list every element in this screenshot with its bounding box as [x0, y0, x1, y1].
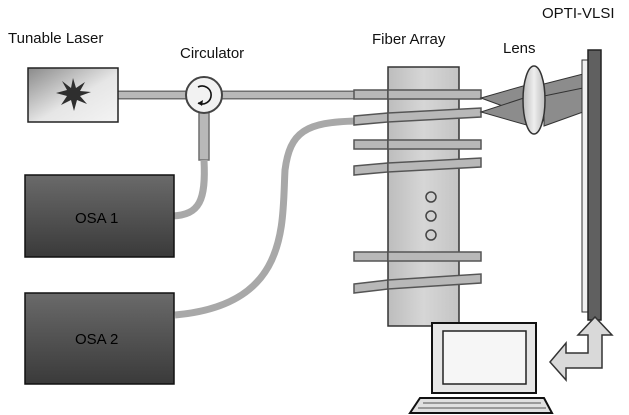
circulator-down-port [198, 107, 210, 161]
tunable-laser [27, 67, 119, 123]
fiber-array-pigtails [353, 89, 389, 294]
circular-arrow-icon [197, 85, 212, 105]
lens [522, 65, 546, 135]
starburst-icon [56, 78, 91, 111]
tunable-laser-label: Tunable Laser [8, 30, 103, 47]
opti-vlsi-label: OPTI-VLSI [542, 5, 615, 22]
osa1-label: OSA 1 [75, 210, 118, 227]
osa1-box [24, 174, 175, 258]
lens-label: Lens [503, 40, 536, 57]
opti-vlsi-plate [581, 49, 602, 321]
osa2-label: OSA 2 [75, 331, 118, 348]
bent-arrow-icon [549, 315, 614, 382]
array-to-osa2-fiber [174, 117, 358, 319]
laptop-icon [408, 322, 554, 414]
fiber-array-label: Fiber Array [372, 31, 446, 48]
circulator [185, 76, 223, 114]
circulator-label: Circulator [180, 45, 244, 62]
osa2-box [24, 292, 175, 385]
more-channels-dots [425, 191, 437, 241]
circulator-to-osa1-fiber [171, 159, 208, 220]
fiber-array-channels [387, 89, 482, 290]
